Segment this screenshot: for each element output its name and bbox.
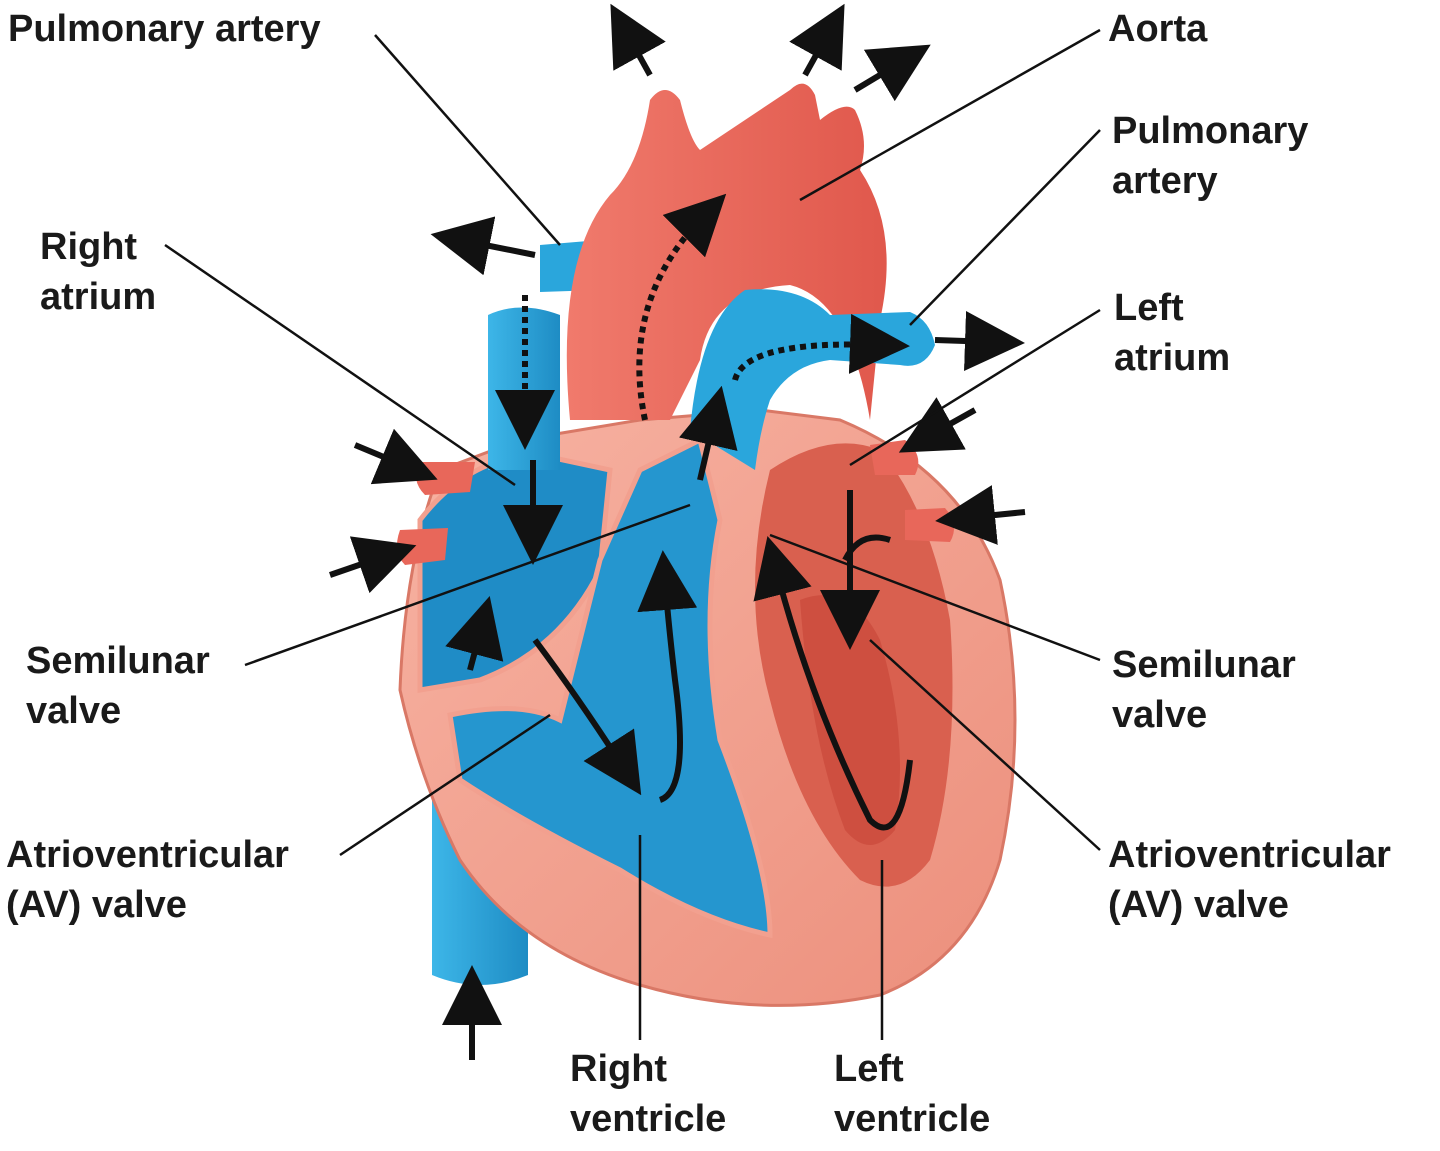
arrow-ext-pv-rt-upper: [353, 428, 438, 485]
arrow-rv-to-pa: [679, 385, 738, 481]
leader-pulmonary-artery-left: [374, 34, 561, 246]
pulmonary-vein-right-upper: [416, 462, 475, 495]
arrow-la-curve: [842, 534, 891, 562]
label-line-1: Atrioventricular: [6, 834, 289, 876]
label-line-1: Semilunar: [26, 640, 210, 682]
flow-arrows: [445, 193, 913, 831]
label-line-2: ventricle: [570, 1098, 727, 1140]
arrow-small-ra: [445, 596, 504, 671]
label-av-valve-right: Atrioventricular (AV) valve: [1108, 830, 1391, 930]
label-semilunar-valve-left: Semilunar valve: [26, 636, 210, 736]
label-line-1: Right: [40, 226, 138, 268]
label-left-atrium: Left atrium: [1114, 283, 1230, 383]
pulmonary-vein-right-lower: [396, 528, 448, 565]
leader-left-atrium: [849, 308, 1101, 467]
arrow-aorta-up: [636, 193, 727, 421]
external-arrows: [329, 3, 1026, 1060]
pulmonary-vein-left-lower: [905, 508, 954, 542]
leader-lines: [164, 28, 1101, 1040]
leader-pulmonary-artery-right: [909, 129, 1101, 326]
label-line-1: Right: [570, 1048, 668, 1090]
arrow-ext-pa-left: [430, 216, 536, 276]
arrow-ext-pv-rt-lower: [329, 536, 417, 594]
aorta: [566, 83, 887, 421]
leader-av-right: [869, 639, 1101, 851]
pulmonary-vein-left-upper: [870, 440, 919, 475]
label-text: Aorta: [1108, 8, 1208, 50]
leader-av-left: [339, 713, 551, 857]
label-line-1: Left: [834, 1048, 904, 1090]
label-line-2: valve: [1112, 694, 1208, 736]
label-line-1: Left: [1114, 287, 1184, 329]
left-ventricle-wall: [800, 595, 900, 845]
label-pulmonary-artery-left: Pulmonary artery: [8, 4, 321, 54]
label-line-2: (AV) valve: [1108, 884, 1289, 926]
leader-semilunar-left: [244, 503, 691, 667]
leader-semilunar-right: [769, 533, 1101, 662]
arrow-ext-pa-right: [934, 311, 1025, 371]
leader-right-atrium: [164, 243, 516, 487]
arrow-ext-aorta-mid: [789, 3, 845, 77]
label-line-2: valve: [26, 690, 122, 732]
label-aorta: Aorta: [1108, 4, 1207, 54]
arrow-rv-up: [637, 550, 698, 803]
label-left-ventricle: Left ventricle: [834, 1044, 990, 1144]
leader-aorta: [799, 28, 1101, 202]
arrow-ra-to-rv: [532, 638, 642, 796]
label-line-2: (AV) valve: [6, 884, 187, 926]
arrow-ext-aorta-right: [853, 44, 931, 102]
label-line-2: atrium: [40, 276, 157, 318]
label-pulmonary-artery-right: Pulmonary artery: [1112, 106, 1308, 206]
label-line-1: Atrioventricular: [1108, 834, 1391, 876]
arrow-ext-aorta-left: [610, 3, 666, 77]
arrow-ext-pv-lt-upper: [898, 397, 977, 453]
label-line-2: ventricle: [834, 1098, 991, 1140]
label-av-valve-left: Atrioventricular (AV) valve: [6, 830, 289, 930]
label-right-atrium: Right atrium: [40, 222, 156, 322]
label-right-ventricle: Right ventricle: [570, 1044, 726, 1144]
label-line-1: Semilunar: [1112, 644, 1296, 686]
label-line-2: artery: [1112, 160, 1218, 202]
arrow-ext-pv-lt-lower: [935, 485, 1026, 545]
label-line-1: Pulmonary: [1112, 110, 1309, 152]
label-text: Pulmonary artery: [8, 8, 321, 50]
arrow-lv-loop: [753, 535, 913, 831]
label-semilunar-valve-right: Semilunar valve: [1112, 640, 1296, 740]
label-line-2: atrium: [1114, 337, 1231, 379]
